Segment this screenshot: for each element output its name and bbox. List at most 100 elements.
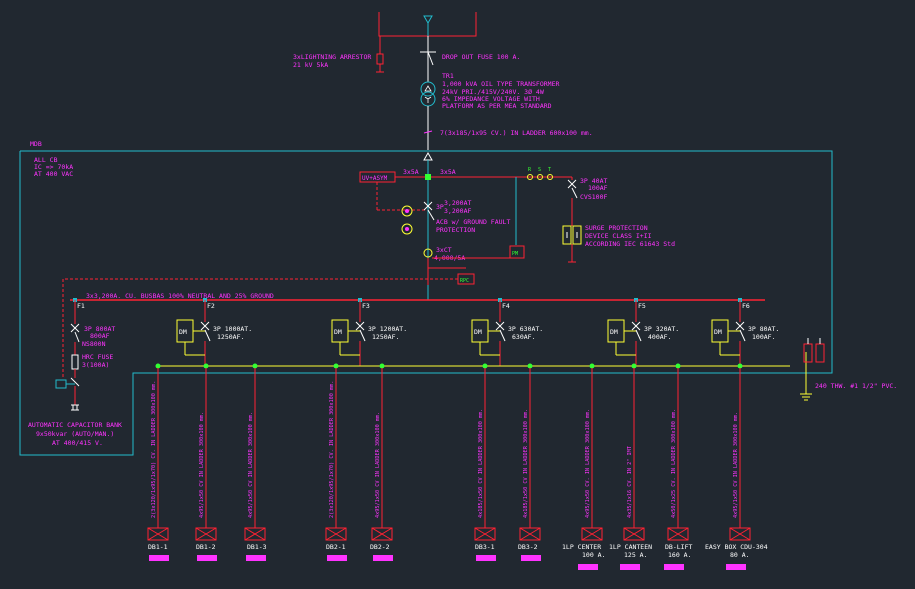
outgoing-cable-label: 4x185/1x50 CV IN LADDER 300x100 mm. xyxy=(523,409,529,518)
outgoing-circuit: 4x185/1x50 CV IN LADDER 300x100 mm.DB3-1 xyxy=(474,363,496,561)
lightning-arrestor-icon xyxy=(376,36,384,73)
distribution-board-icon xyxy=(667,527,689,541)
breaker-x-icon xyxy=(355,321,365,331)
distribution-board-name: DB1-3 xyxy=(247,543,267,551)
tap-node-icon xyxy=(379,363,385,369)
phase-indicator-icons xyxy=(514,174,553,180)
cap-breaker-1: 3P 800AT xyxy=(84,325,115,333)
tag-bar xyxy=(373,555,393,561)
feeder-rating-1: 3P 1200AT. xyxy=(368,325,407,333)
breaker-blade-icon xyxy=(204,329,211,342)
feeder-rating-1: 3P 1000AT. xyxy=(213,325,252,333)
distribution-board-icon xyxy=(244,527,266,541)
power-meter xyxy=(509,245,525,259)
feeder-id-f4: F4 xyxy=(502,302,510,310)
outgoing-circuit: 4x50/1x25 CV. IN LADDER 300x100 mm.DB-LI… xyxy=(664,363,692,570)
mdb-title: MDB xyxy=(30,140,42,148)
mdb-info-1: ALL CB xyxy=(34,156,58,164)
transformer-label-2: 1,000 kVA OIL TYPE TRANSFORMER xyxy=(442,80,559,88)
outgoing-cable-label: 4x95/1x50 CV IN LADDER 300x100 mm. xyxy=(733,412,739,518)
digital-meter-label: DM xyxy=(334,328,342,336)
breaker-x-icon xyxy=(495,321,505,331)
breaker-blade-icon xyxy=(635,329,642,342)
breaker-x-icon xyxy=(631,321,641,331)
distribution-board-icon xyxy=(244,527,266,541)
distribution-board-icon xyxy=(474,527,496,541)
outgoing-cable-label: 4x185/1x50 CV IN LADDER 300x100 mm. xyxy=(478,409,484,518)
digital-meter-label: DM xyxy=(474,328,482,336)
feeder-id-f2: F2 xyxy=(207,302,215,310)
spd-breaker-1: 3P 40AT xyxy=(580,177,607,185)
distribution-board-amp: 100 A. xyxy=(582,551,605,559)
arrestor-label-1: 3xLIGHTNING ARRESTOR xyxy=(293,53,371,61)
cap-bank-3: AT 400/415 V. xyxy=(52,439,103,447)
digital-meter-label: DM xyxy=(610,328,618,336)
feeder-rating-2: 400AF. xyxy=(648,333,671,341)
transformer-label-3: 24kV PRI./415V/240V. 3Ø 4W xyxy=(442,88,544,96)
feeder-rating-1: 3P 320AT. xyxy=(644,325,679,333)
ground-label: 240 THW. #1 1/2" PVC. xyxy=(815,382,897,390)
outgoing-cable-label: 4x95/1x50 CV IN LADDER 300x100 mm. xyxy=(375,412,381,518)
transformer-label-1: TR1 xyxy=(442,72,454,80)
outgoing-circuit: 4x95/1x50 CV. IN LADDER 300x100 mm. 1LP C… xyxy=(562,363,605,570)
tag-bar xyxy=(521,555,541,561)
distribution-board-name: DB2-1 xyxy=(326,543,346,551)
spd-desc-2: DEVICE CLASS I+II xyxy=(585,232,652,240)
ground-bar-icon xyxy=(803,338,825,363)
distribution-board-name: 1LP CENTER xyxy=(562,543,601,551)
gf-sensor-icon xyxy=(401,205,413,217)
incoming-section: 3xLIGHTNING ARRESTOR 21 kV 5kA DROP OUT … xyxy=(293,12,593,150)
distribution-board-name: DB2-2 xyxy=(370,543,390,551)
capacitor-feeder xyxy=(55,300,80,411)
tap-node-icon xyxy=(333,363,339,369)
outgoing-circuit: 2(3x120/1x95/1x70) CV. IN LADDER 300x100… xyxy=(325,363,347,561)
arrestor-label-2: 21 kV 5kA xyxy=(293,61,328,69)
distribution-board-icon xyxy=(623,527,645,541)
phase-s-label: S xyxy=(538,167,541,173)
outgoing-cable-label: 4x95/1x50 CV. IN LADDER 300x100 mm. xyxy=(585,409,591,518)
feeder-id-f3: F3 xyxy=(362,302,370,310)
feeder-rating-2: 1250AF. xyxy=(217,333,244,341)
feeder-rating-2: 630AF. xyxy=(512,333,535,341)
outgoing-circuit: 4x185/1x50 CV IN LADDER 300x100 mm.DB3-2 xyxy=(518,363,541,561)
tag-bar xyxy=(476,555,496,561)
tag-bar xyxy=(578,564,598,570)
distribution-board-name: 1LP CANTEEN xyxy=(609,543,652,551)
tap-node-icon xyxy=(737,363,743,369)
ct-main-label-1: 3xCT xyxy=(436,246,452,254)
busbar-label: 3x3,200A. CU. BUSBAS 100% NEUTRAL AND 25… xyxy=(86,292,274,300)
cap-bank-2: 9x50kvar (AUTO/MAN.) xyxy=(36,430,114,438)
dropout-fuse-icon xyxy=(420,51,436,66)
distribution-board-icon xyxy=(729,527,751,541)
outgoing-circuit: 2(3x120/1x95/1x70) CV. IN LADDER 300x100… xyxy=(147,363,169,561)
tag-bar xyxy=(327,555,347,561)
acb-rating-1: 3P xyxy=(436,203,444,211)
outgoing-cable-label: 2(3x120/1x95/1x70) CV. IN LADDER 300x100… xyxy=(329,381,335,518)
feeder-rating-1: 3P 630AT. xyxy=(508,325,543,333)
acb-rating-2: 3,200AT xyxy=(444,199,471,207)
breaker-x-icon xyxy=(735,321,745,331)
tap-node-icon xyxy=(482,363,488,369)
mdb-panel: MDB ALL CB IC => 70kA AT 400 VAC UV+ASYM… xyxy=(19,140,897,456)
tap-node-icon xyxy=(675,363,681,369)
outgoing-cable-label: 4x95/1x50 CV IN LADDER 300x100 mm. xyxy=(199,412,205,518)
distribution-board-name: DB1-1 xyxy=(148,543,168,551)
outgoing-circuit: 4x95/1x50 CV IN LADDER 300x100 mm.EASY B… xyxy=(705,363,768,570)
distribution-board-icon xyxy=(623,527,645,541)
cap-breaker-3: NS800N xyxy=(82,340,106,348)
distribution-board-icon xyxy=(147,527,169,541)
phase-r-label: R xyxy=(528,167,532,173)
tag-bar xyxy=(664,564,684,570)
ground-icon xyxy=(800,352,812,401)
surge-protection-icon xyxy=(562,225,582,263)
outgoing-cable-label: 4x95/1x50 CV IN LADDER 300x100 mm. xyxy=(248,412,254,518)
spd-desc-3: ACCORDING IEC 61643 Std xyxy=(585,240,675,248)
hrc-fuse-2: 3(100A) xyxy=(82,361,109,369)
cable-slash-icon xyxy=(423,130,433,134)
transformer-icon xyxy=(420,81,436,107)
distribution-board-icon xyxy=(667,527,689,541)
acb-rating-3: 3,200AF xyxy=(444,207,471,215)
acb-desc-2: PROTECTION xyxy=(436,226,475,234)
